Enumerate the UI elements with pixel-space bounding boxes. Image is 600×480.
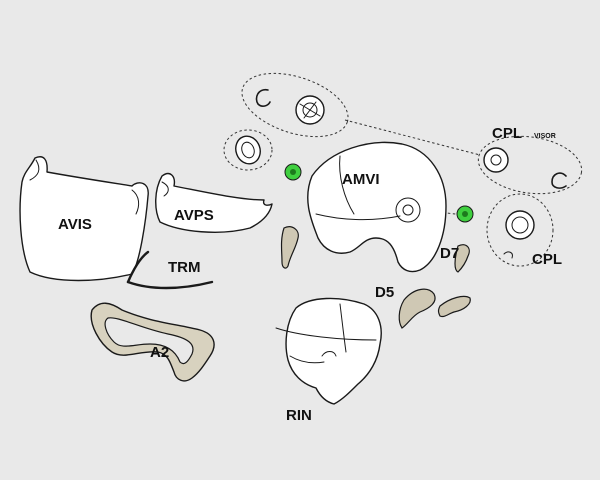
- label-amvi: AMVI: [342, 171, 380, 188]
- label-a2: A2: [150, 344, 169, 361]
- label-trm: TRM: [168, 259, 201, 276]
- label-cpl-visor-sub: VISOR: [534, 133, 556, 140]
- d5-part-right: [437, 295, 471, 318]
- d7-part: [454, 244, 470, 273]
- label-avis: AVIS: [58, 216, 92, 233]
- rin-inner-liner: [275, 297, 382, 405]
- avis-visor: [19, 156, 149, 282]
- cpl-visor-group-outline-right: [477, 135, 583, 195]
- cpl-visor-group-outline-top: [241, 72, 349, 138]
- label-rin: RIN: [286, 407, 312, 424]
- label-cpl: CPL: [532, 251, 562, 268]
- avps-visor: [155, 172, 273, 233]
- green-clip-left: [284, 163, 302, 181]
- trm-trim-strip-lower: [126, 280, 214, 290]
- small-part-group-outline: [223, 129, 273, 171]
- cpl-ring-part: [503, 210, 535, 259]
- dashed-connector-top: [344, 119, 481, 156]
- label-d7: D7: [440, 245, 459, 262]
- a2-gasket: [90, 302, 215, 382]
- d5-part-left: [398, 288, 436, 329]
- label-d5: D5: [375, 284, 394, 301]
- cpl-small-ring: [235, 135, 261, 165]
- label-avps: AVPS: [174, 207, 214, 224]
- trm-trim-strip: [126, 250, 150, 284]
- label-cpl-visor-main: CPL: [492, 125, 522, 142]
- amvi-helmet-shell: [307, 141, 447, 273]
- cpl-visor-parts-right: [483, 147, 567, 189]
- cpl-group-outline: [486, 193, 554, 267]
- green-clip-right: [456, 205, 474, 223]
- cpl-visor-parts-top: [255, 88, 325, 125]
- pivot-arm-left: [280, 226, 299, 269]
